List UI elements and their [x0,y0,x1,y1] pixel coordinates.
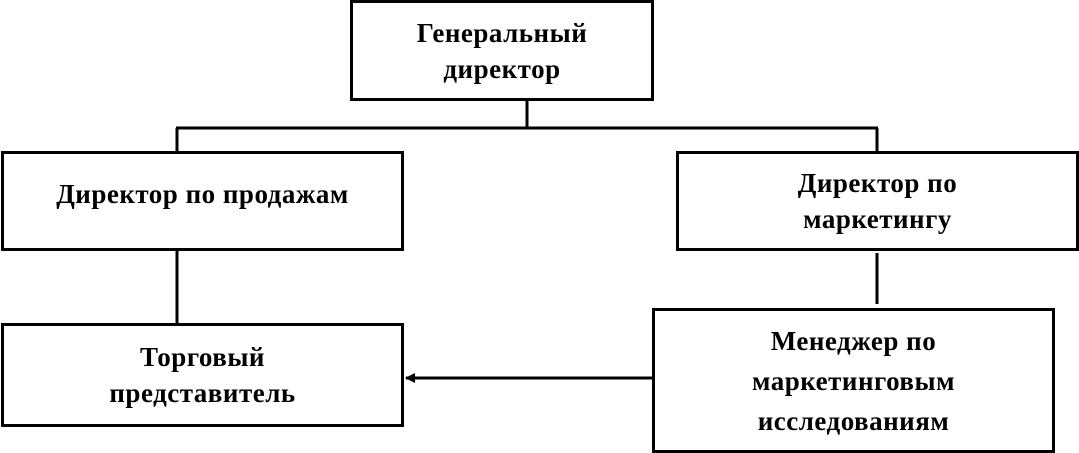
marketing-director-label-line-2: маркетингу [803,204,952,234]
research-manager-label-line-3: исследованиям [757,405,950,436]
research-manager-label-line-1: Менеджер по [770,325,937,356]
sales-rep-label: Торговый представитель [109,339,295,411]
research-manager-label: Менеджер по маркетинговым исследованиям [752,321,955,441]
ceo-label: Генеральный директор [417,15,588,87]
research-manager-box: Менеджер по маркетинговым исследованиям [652,308,1055,453]
marketing-director-label: Директор по маркетингу [798,165,957,237]
marketing-director-box: Директор по маркетингу [676,151,1079,251]
ceo-box: Генеральный директор [350,0,654,101]
sales-rep-box: Торговый представитель [1,323,404,427]
ceo-label-line-1: Генеральный [416,17,588,48]
sales-rep-label-line-1: Торговый [140,342,265,372]
sales-director-box: Директор по продажам [1,151,404,251]
research-manager-label-line-2: маркетинговым [752,365,955,396]
ceo-label-line-2: директор [443,53,561,84]
sales-director-label: Директор по продажам [56,176,349,212]
sales-rep-label-line-2: представитель [109,378,296,408]
sales-director-label-line-1: Директор по продажам [56,179,349,209]
marketing-director-label-line-1: Директор по [797,168,958,198]
